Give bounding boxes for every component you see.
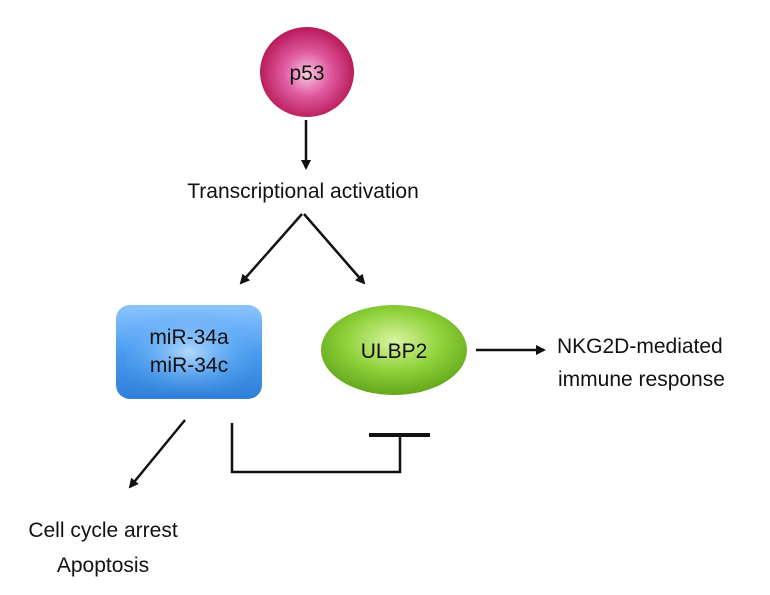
inhibition-line-mirna-to-ulbp2 [230, 423, 402, 474]
nkg2d-label-line2: immune response [558, 368, 725, 391]
p53-node: p53 [260, 27, 354, 117]
ulbp2-ellipse [321, 305, 467, 395]
mirna-label-line2: miR-34c [150, 354, 228, 377]
nkg2d-label-line1: NKG2D-mediated [557, 335, 723, 358]
apoptosis-label: Apoptosis [57, 554, 149, 577]
transcriptional-activation-label: Transcriptional activation [187, 180, 419, 203]
arrow-mirna-to-cell-cycle [128, 419, 186, 489]
p53-circle [260, 27, 354, 117]
ulbp2-node: ULBP2 [321, 305, 467, 395]
arrow-activation-to-mirna [239, 213, 303, 285]
mirna-label-line1: miR-34a [149, 326, 229, 349]
ulbp2-label: ULBP2 [361, 340, 428, 363]
mirna-box-glow [126, 312, 252, 392]
mirna-node: miR-34a miR-34c [116, 305, 262, 399]
p53-label: p53 [289, 62, 324, 85]
arrow-activation-to-ulbp2 [303, 213, 366, 285]
cell-cycle-arrest-label: Cell cycle arrest [28, 519, 178, 542]
